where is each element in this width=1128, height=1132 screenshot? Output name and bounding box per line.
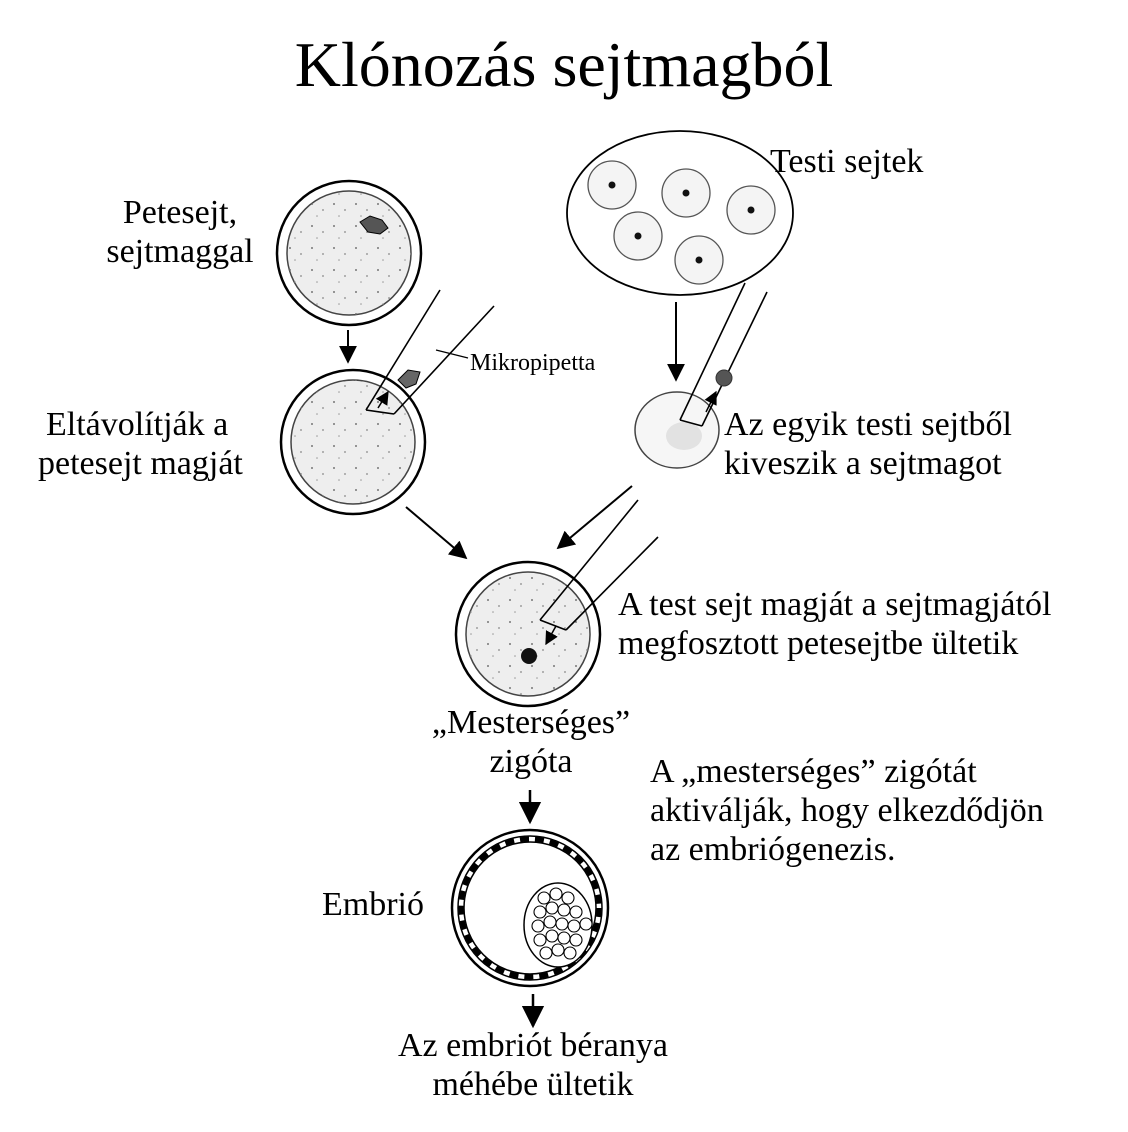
somatic-cells-label: Testi sejtek [770,143,924,180]
arrow-icon [556,485,633,550]
micropipette-icon [365,289,495,415]
egg-with-nucleus-label: Petesejt, sejtmaggal [106,194,254,271]
somatic-cell-icon [661,168,711,218]
arrow-icon [405,506,468,560]
diagram-title: Klónozás sejtmagból [294,29,834,100]
somatic-cells-group [566,130,794,296]
transfer-nucleus-label: A test sejt magját a sejtmagjától megfos… [618,586,1052,663]
egg-cell-icon [275,179,423,327]
somatic-cell-icon [726,185,776,235]
take-somatic-nucleus-label: Az egyik testi sejtből kiveszik a sejtma… [724,406,1013,483]
embryo-icon [450,828,610,988]
somatic-cell-icon [587,160,637,210]
enucleated-egg-icon [279,368,427,516]
embryo-label: Embrió [322,886,424,923]
activation-label: A „mesterséges” zigótát aktiválják, hogy… [650,753,1044,869]
micropipette-leader [435,349,469,359]
micropipette-icon [679,282,768,427]
somatic-cell-icon [613,211,663,261]
single-somatic-cell-icon [634,391,720,469]
artificial-zygote-label: „Mesterséges” zigóta [431,704,631,781]
micropipette-label: Mikropipetta [470,350,596,376]
implant-label: Az embriót béranya méhébe ültetik [398,1027,668,1104]
somatic-cell-icon [674,235,724,285]
micropipette-icon [539,499,659,646]
reconstructed-egg-icon [454,560,602,708]
remove-egg-nucleus-label: Eltávolítják a petesejt magját [38,406,243,483]
